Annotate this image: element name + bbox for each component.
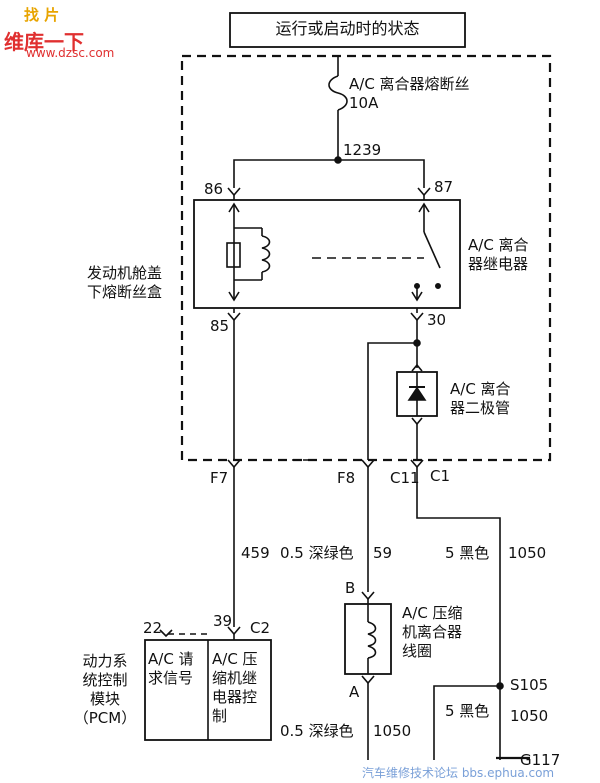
page-title: 运行或启动时的状态 xyxy=(275,19,420,38)
relay-label: A/C 离合 器继电器 xyxy=(468,236,529,273)
relay-switch-blade xyxy=(423,231,441,269)
splice-s105-label: S105 xyxy=(510,676,549,694)
pin-30-connector xyxy=(410,312,424,322)
wire-59-gauge: 0.5 深绿色 xyxy=(280,544,354,562)
pin-86-connector xyxy=(227,187,241,197)
ground-label: G117 xyxy=(520,751,561,769)
fuse-rating: 10A xyxy=(349,94,379,112)
pin-22-connector xyxy=(159,629,173,638)
pin-b-label: B xyxy=(345,579,356,597)
connector-f8-label: F8 xyxy=(337,469,356,487)
fuse-symbol xyxy=(328,75,348,111)
pin-22-label: 22 xyxy=(143,619,163,637)
watermark-line2: 维库一下 xyxy=(4,30,84,54)
pin-85-label: 85 xyxy=(210,317,230,335)
title-box xyxy=(229,12,466,48)
wire-59-label: 59 xyxy=(373,544,393,562)
wire-1050c-label: 1050 xyxy=(510,707,549,725)
watermark-footer: 汽车维修技术论坛 bbs.ephua.com xyxy=(362,766,555,780)
relay-resistor xyxy=(226,242,241,268)
wire-1050-label: 1050 xyxy=(508,544,547,562)
pcm-col-request-signal: A/C 请 求信号 xyxy=(148,650,194,687)
wire-1050c-gauge: 5 黑色 xyxy=(445,702,490,720)
relay-coil xyxy=(261,235,271,273)
pin-a-label: A xyxy=(349,683,360,701)
clutch-coil-label: A/C 压缩 机离合器 线圈 xyxy=(402,604,463,660)
pin-85-connector xyxy=(227,312,241,322)
connector-c2-label: C2 xyxy=(250,619,271,637)
pin-b-connector xyxy=(361,591,375,601)
wire-1050b-gauge: 0.5 深绿色 xyxy=(280,722,354,740)
pcm-col-relay-control: A/C 压 缩机继 电器控 制 xyxy=(212,650,258,725)
fuse-box-label: 发动机舱盖 下熔断丝盒 xyxy=(87,264,163,301)
pin-87-label: 87 xyxy=(434,178,454,196)
pin-86-label: 86 xyxy=(204,180,224,198)
clutch-coil xyxy=(367,621,377,659)
pin-39-label: 39 xyxy=(213,612,233,630)
pin-30-label: 30 xyxy=(427,311,447,329)
fuse-name: A/C 离合器熔断丝 xyxy=(349,75,470,93)
pin-87-connector xyxy=(417,187,431,197)
connector-c11-label: C11 xyxy=(390,469,420,487)
pcm-name: 动力系 统控制 模块 （PCM） xyxy=(73,652,137,727)
wire-1050-gauge: 5 黑色 xyxy=(445,544,490,562)
fuse-box-boundary xyxy=(180,54,552,462)
watermark-url: www.dzsc.com xyxy=(26,46,115,60)
diode-label: A/C 离合 器二极管 xyxy=(450,380,511,417)
pin-a-connector xyxy=(361,675,375,685)
wire-1050b-label: 1050 xyxy=(373,722,412,740)
splice-1239: 1239 xyxy=(343,141,382,159)
wire-459-label: 459 xyxy=(241,544,270,562)
connector-c1-label: C1 xyxy=(430,467,451,485)
connector-f7-label: F7 xyxy=(210,469,229,487)
relay-body xyxy=(193,199,461,309)
watermark-line1: 找 片 xyxy=(24,6,60,24)
